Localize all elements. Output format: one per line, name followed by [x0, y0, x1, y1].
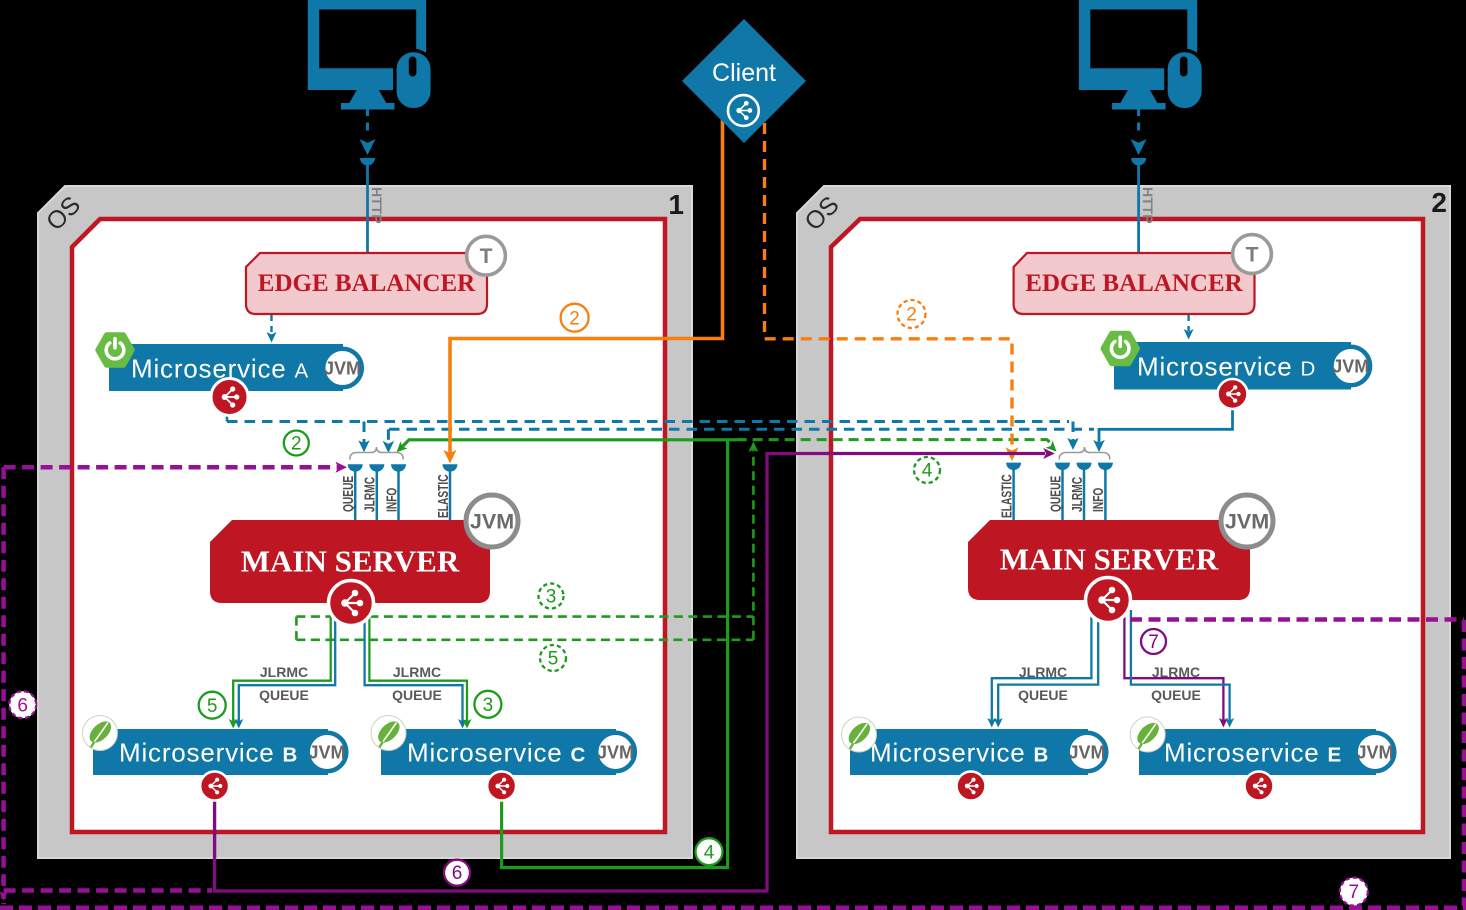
svg-text:HTTP: HTTP: [369, 187, 385, 224]
svg-text:7: 7: [1349, 882, 1360, 903]
svg-text:JVM: JVM: [470, 510, 514, 534]
svg-text:MAIN SERVER: MAIN SERVER: [241, 544, 460, 579]
svg-text:6: 6: [17, 695, 28, 716]
svg-text:5: 5: [207, 696, 218, 717]
svg-text:JVM: JVM: [1332, 356, 1369, 376]
svg-text:2: 2: [569, 309, 580, 330]
svg-text:EDGE BALANCER: EDGE BALANCER: [258, 270, 476, 297]
svg-text:JVM: JVM: [308, 742, 345, 762]
svg-text:2: 2: [1431, 187, 1447, 218]
svg-text:7: 7: [1148, 632, 1159, 653]
svg-text:JLRMC: JLRMC: [361, 477, 379, 512]
svg-text:Microservice B: Microservice B: [870, 738, 1049, 768]
svg-text:Microservice D: Microservice D: [1137, 352, 1316, 382]
svg-text:Microservice E: Microservice E: [1164, 738, 1342, 768]
svg-text:EDGE BALANCER: EDGE BALANCER: [1025, 270, 1243, 297]
svg-text:JVM: JVM: [1068, 742, 1105, 762]
svg-text:5: 5: [548, 649, 559, 670]
svg-text:QUEUE: QUEUE: [1018, 687, 1068, 703]
svg-text:2: 2: [906, 305, 917, 326]
svg-text:INFO: INFO: [382, 488, 400, 512]
svg-text:4: 4: [922, 461, 933, 482]
svg-text:QUEUE: QUEUE: [392, 687, 442, 703]
svg-text:Client: Client: [712, 59, 776, 87]
svg-text:QUEUE: QUEUE: [1046, 475, 1064, 512]
svg-text:MAIN SERVER: MAIN SERVER: [1000, 542, 1219, 577]
svg-text:JLRMC: JLRMC: [393, 664, 441, 680]
svg-text:QUEUE: QUEUE: [1151, 687, 1201, 703]
svg-text:Microservice B: Microservice B: [119, 738, 298, 768]
svg-text:ELASTIC: ELASTIC: [434, 474, 452, 518]
svg-text:Microservice C: Microservice C: [407, 738, 586, 768]
svg-text:1: 1: [668, 189, 684, 220]
svg-text:HTTP: HTTP: [1140, 187, 1156, 224]
svg-text:JVM: JVM: [1356, 742, 1393, 762]
svg-text:JLRMC: JLRMC: [1152, 664, 1200, 680]
svg-text:QUEUE: QUEUE: [259, 687, 309, 703]
svg-text:JLRMC: JLRMC: [1019, 664, 1067, 680]
svg-text:INFO: INFO: [1089, 488, 1107, 512]
svg-text:T: T: [480, 245, 493, 268]
svg-text:JVM: JVM: [324, 358, 361, 378]
svg-text:2: 2: [291, 434, 302, 455]
svg-text:QUEUE: QUEUE: [339, 475, 357, 512]
svg-text:4: 4: [704, 843, 715, 864]
svg-text:3: 3: [483, 695, 494, 716]
svg-text:JLRMC: JLRMC: [260, 664, 308, 680]
svg-text:6: 6: [452, 863, 463, 884]
svg-text:JVM: JVM: [1225, 510, 1269, 534]
svg-text:JLRMC: JLRMC: [1068, 477, 1086, 512]
svg-text:T: T: [1246, 244, 1259, 267]
svg-text:ELASTIC: ELASTIC: [997, 474, 1015, 518]
svg-text:JVM: JVM: [597, 742, 634, 762]
svg-text:Microservice A: Microservice A: [131, 354, 309, 384]
svg-text:3: 3: [546, 587, 557, 608]
